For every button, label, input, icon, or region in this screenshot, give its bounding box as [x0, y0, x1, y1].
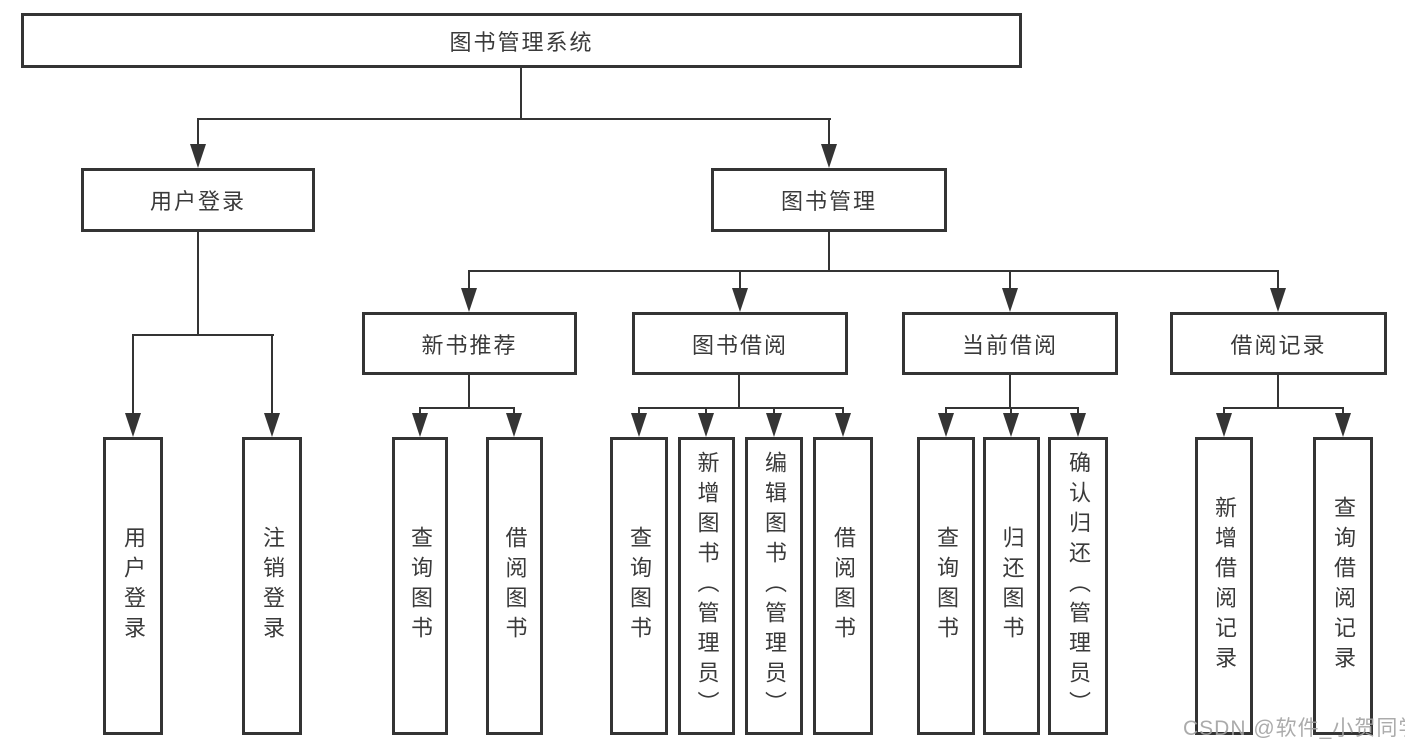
- arrowhead-down: [1003, 413, 1019, 437]
- node-user-login: 用户登录: [81, 168, 315, 232]
- watermark: CSDN @软件_小贺同学: [1183, 717, 1405, 740]
- connector: [419, 407, 515, 409]
- node-current-borrowing-label: 当前借阅: [961, 332, 1058, 358]
- connector: [132, 334, 134, 416]
- node-book-management-label: 图书管理: [780, 189, 877, 214]
- connector: [738, 375, 740, 409]
- leaf-nb-query-books: 查询图书: [392, 437, 448, 735]
- connector: [1010, 407, 1012, 416]
- arrowhead-down: [631, 413, 647, 437]
- arrowhead-down: [1270, 288, 1286, 312]
- leaf-bb-add-books-admin-label: 新增图书（管理员）: [694, 451, 720, 721]
- node-borrow-records: 借阅记录: [1170, 312, 1387, 375]
- leaf-user-login: 用户登录: [103, 437, 163, 735]
- connector: [1223, 407, 1225, 416]
- leaf-br-add-record-label: 新增借阅记录: [1212, 496, 1237, 676]
- arrowhead-down: [125, 413, 141, 437]
- leaf-nb-query-books-label: 查询图书: [408, 526, 433, 646]
- connector: [945, 407, 1079, 409]
- connector: [197, 232, 199, 336]
- leaf-user-login-label: 用户登录: [121, 526, 146, 646]
- arrowhead-down: [732, 288, 748, 312]
- connector: [513, 407, 515, 416]
- connector: [468, 375, 470, 409]
- arrowhead-down: [506, 413, 522, 437]
- node-new-book-recommend-label: 新书推荐: [421, 332, 518, 358]
- arrowhead-down: [1335, 413, 1351, 437]
- leaf-logout-label: 注销登录: [260, 526, 285, 646]
- node-borrow-records-label: 借阅记录: [1230, 332, 1327, 358]
- connector: [520, 67, 522, 120]
- leaf-bb-edit-books-admin-label: 编辑图书（管理员）: [762, 451, 787, 721]
- connector: [638, 407, 844, 409]
- leaf-cb-confirm-return-admin: 确认归还（管理员）: [1048, 437, 1108, 735]
- connector: [1009, 270, 1011, 292]
- leaf-cb-query-books-label: 查询图书: [934, 526, 959, 646]
- arrowhead-down: [461, 288, 477, 312]
- connector: [1077, 407, 1079, 416]
- leaf-bb-add-books-admin: 新增图书（管理员）: [678, 437, 735, 735]
- leaf-logout: 注销登录: [242, 437, 302, 735]
- node-root-label: 图书管理系统: [449, 29, 594, 55]
- connector: [945, 407, 947, 416]
- leaf-nb-borrow-books: 借阅图书: [486, 437, 543, 735]
- leaf-bb-edit-books-admin: 编辑图书（管理员）: [745, 437, 803, 735]
- node-root: 图书管理系统: [21, 13, 1022, 68]
- arrowhead-down: [1002, 288, 1018, 312]
- node-book-borrowing-label: 图书借阅: [691, 332, 788, 358]
- node-user-login-label: 用户登录: [149, 189, 246, 214]
- leaf-cb-query-books: 查询图书: [917, 437, 975, 735]
- connector: [739, 270, 741, 292]
- connector: [1342, 407, 1344, 416]
- connector: [705, 407, 707, 416]
- arrowhead-down: [1216, 413, 1232, 437]
- arrowhead-down: [264, 413, 280, 437]
- arrowhead-down: [412, 413, 428, 437]
- connector: [773, 407, 775, 416]
- connector: [828, 232, 830, 272]
- node-current-borrowing: 当前借阅: [902, 312, 1118, 375]
- connector: [842, 407, 844, 416]
- connector: [1277, 270, 1279, 292]
- connector: [1223, 407, 1344, 409]
- arrowhead-down: [821, 144, 837, 168]
- leaf-bb-borrow-books-label: 借阅图书: [831, 526, 856, 646]
- leaf-nb-borrow-books-label: 借阅图书: [502, 526, 528, 646]
- leaf-cb-return-books-label: 归还图书: [999, 526, 1025, 646]
- leaf-cb-return-books: 归还图书: [983, 437, 1040, 735]
- connector: [271, 334, 273, 416]
- connector: [468, 270, 470, 292]
- connector: [132, 334, 274, 336]
- connector: [638, 407, 640, 416]
- node-new-book-recommend: 新书推荐: [362, 312, 577, 375]
- arrowhead-down: [835, 413, 851, 437]
- node-book-management: 图书管理: [711, 168, 947, 232]
- leaf-bb-query-books-label: 查询图书: [627, 526, 652, 646]
- node-book-borrowing: 图书借阅: [632, 312, 848, 375]
- connector: [197, 118, 199, 148]
- connector: [1277, 375, 1279, 409]
- connector: [828, 118, 830, 148]
- arrowhead-down: [766, 413, 782, 437]
- arrowhead-down: [190, 144, 206, 168]
- arrowhead-down: [698, 413, 714, 437]
- leaf-bb-borrow-books: 借阅图书: [813, 437, 873, 735]
- connector: [197, 118, 831, 120]
- leaf-cb-confirm-return-admin-label: 确认归还（管理员）: [1066, 451, 1091, 721]
- leaf-br-query-record: 查询借阅记录: [1313, 437, 1373, 735]
- arrowhead-down: [1070, 413, 1086, 437]
- connector: [419, 407, 421, 416]
- arrowhead-down: [938, 413, 954, 437]
- leaf-br-query-record-label: 查询借阅记录: [1331, 496, 1356, 676]
- connector: [1009, 375, 1011, 409]
- leaf-br-add-record: 新增借阅记录: [1195, 437, 1253, 735]
- leaf-bb-query-books: 查询图书: [610, 437, 668, 735]
- connector: [468, 270, 1279, 272]
